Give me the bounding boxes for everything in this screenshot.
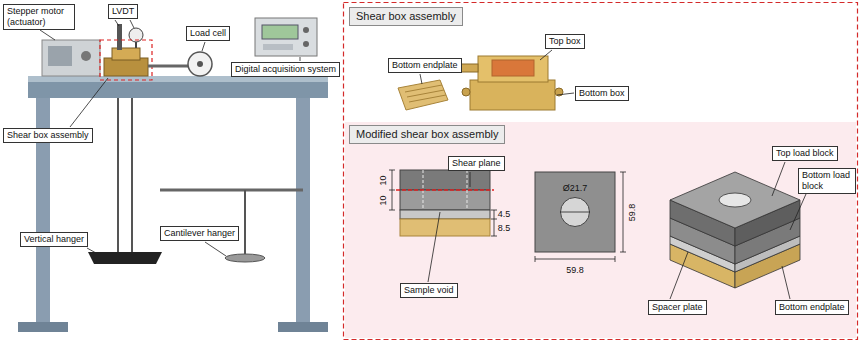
isometric-stack (670, 172, 800, 288)
callout-box: Bottom endplate (775, 300, 849, 315)
callout-box: Vertical hanger (20, 232, 88, 247)
dimension-label: 10 (378, 195, 389, 205)
section-heading: Shear box assembly (349, 7, 463, 26)
callout-box: Shear box assembly (3, 128, 93, 143)
callout-text: Bottom box (579, 88, 625, 99)
callout-box: Bottom endplate (388, 58, 462, 73)
callout-box: Top box (545, 34, 585, 49)
callout-text: Spacer plate (652, 302, 703, 313)
callout-text: LVDT (112, 6, 134, 17)
callout-text: Bottom endplate (392, 60, 458, 71)
callout-text: Bottom endplate (779, 302, 845, 313)
callout-box: Spacer plate (648, 300, 707, 315)
dimension-lines (389, 170, 497, 282)
section-heading: Modified shear box assembly (349, 125, 505, 144)
callout-text: Top box (549, 36, 581, 47)
dimension-label: 59.8 (628, 203, 639, 221)
callout-text: Top load block (776, 148, 834, 159)
section-view (396, 170, 494, 236)
dimension-lines (535, 172, 626, 262)
callout-box: Bottom load block (798, 168, 856, 194)
callout-text: Shear plane (452, 158, 501, 169)
callout-box: Shear plane (448, 156, 505, 171)
callout-box: Stepper motor (actuator) (3, 4, 75, 30)
callout-text: Shear box assembly (7, 130, 89, 141)
callout-text: Cantilever hanger (164, 228, 235, 239)
callout-box: Cantilever hanger (160, 226, 239, 241)
section-panel: Modified shear box assemblyShear planeSa… (345, 122, 856, 338)
dimension-label: Ø21.7 (563, 183, 588, 194)
dimension-label: 8.5 (498, 223, 511, 234)
callout-box: Top load block (772, 146, 838, 161)
callout-box: LVDT (108, 4, 138, 19)
callout-box: Sample void (400, 283, 458, 298)
callout-text: Digital acquisition system (235, 64, 336, 75)
dimension-label: 10 (378, 175, 389, 185)
callout-text: Vertical hanger (24, 234, 84, 245)
dashed-frame (344, 3, 858, 340)
callout-box: Digital acquisition system (231, 62, 340, 77)
plan-view (535, 172, 615, 252)
dimension-label: 4.5 (498, 209, 511, 220)
callout-box: Load cell (186, 26, 230, 41)
leader-lines (670, 162, 806, 299)
callout-text: Bottom load block (802, 170, 852, 192)
dimension-label: 59.8 (566, 265, 584, 276)
callout-text: Stepper motor (actuator) (7, 6, 71, 28)
callout-text: Sample void (404, 285, 454, 296)
section-panel: Shear box assemblyBottom endplate Top box… (345, 4, 856, 118)
callout-text: Load cell (190, 28, 226, 39)
callout-box: Bottom box (575, 86, 629, 101)
panel-ground (345, 122, 856, 338)
